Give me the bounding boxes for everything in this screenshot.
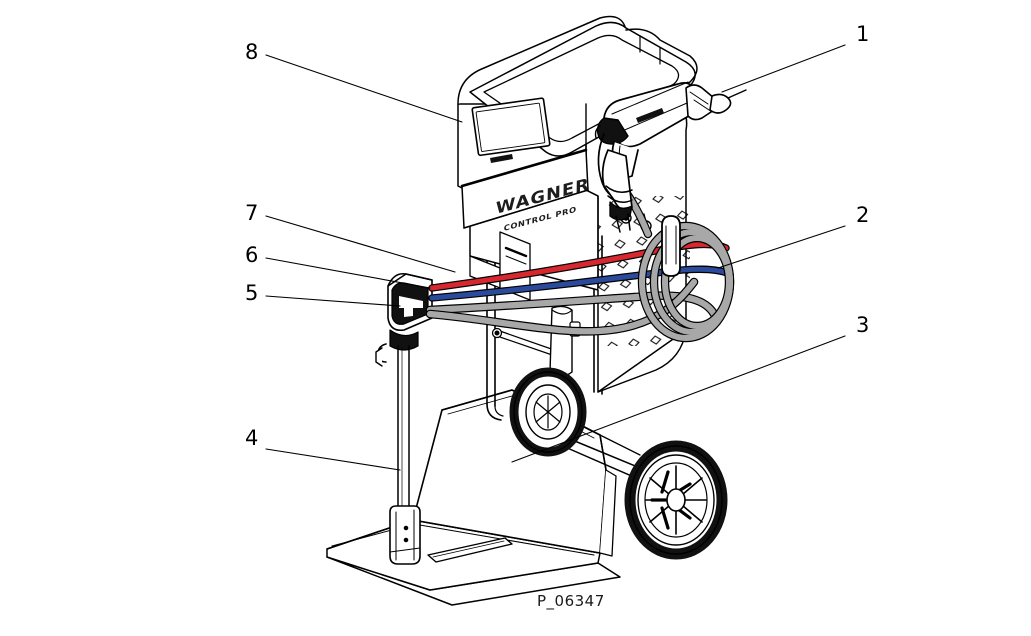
figure-caption: P_06347: [537, 592, 605, 610]
illustration-root: WAGNER CONTROL PRO: [265, 15, 846, 606]
hose-red-upper: [428, 240, 730, 292]
front-wheel: [624, 440, 728, 560]
suction-tube: [375, 272, 433, 565]
leader-6: [265, 257, 431, 289]
leader-2: [717, 225, 846, 269]
leader-8: [265, 54, 463, 123]
leader-4: [265, 448, 401, 471]
hose-gray-loop-lower: [425, 277, 699, 336]
leader-5: [265, 295, 401, 307]
callout-number-3[interactable]: 3: [856, 313, 870, 337]
callout-number-7[interactable]: 7: [245, 201, 259, 225]
leader-7: [265, 215, 456, 273]
callout-number-8[interactable]: 8: [245, 40, 259, 64]
callout-number-2[interactable]: 2: [856, 203, 870, 227]
callout-leader-lines: [265, 44, 846, 471]
hose-gray-lower: [425, 291, 719, 319]
callout-number-1[interactable]: 1: [856, 22, 870, 46]
hose-blue-mid: [428, 265, 734, 302]
leader-1: [721, 44, 846, 93]
callout-number-4[interactable]: 4: [245, 426, 259, 450]
rear-wheel: [509, 367, 587, 457]
leader-3: [511, 335, 846, 463]
spray-gun: [594, 81, 747, 233]
callout-number-6[interactable]: 6: [245, 243, 259, 267]
callout-number-5[interactable]: 5: [245, 281, 259, 305]
